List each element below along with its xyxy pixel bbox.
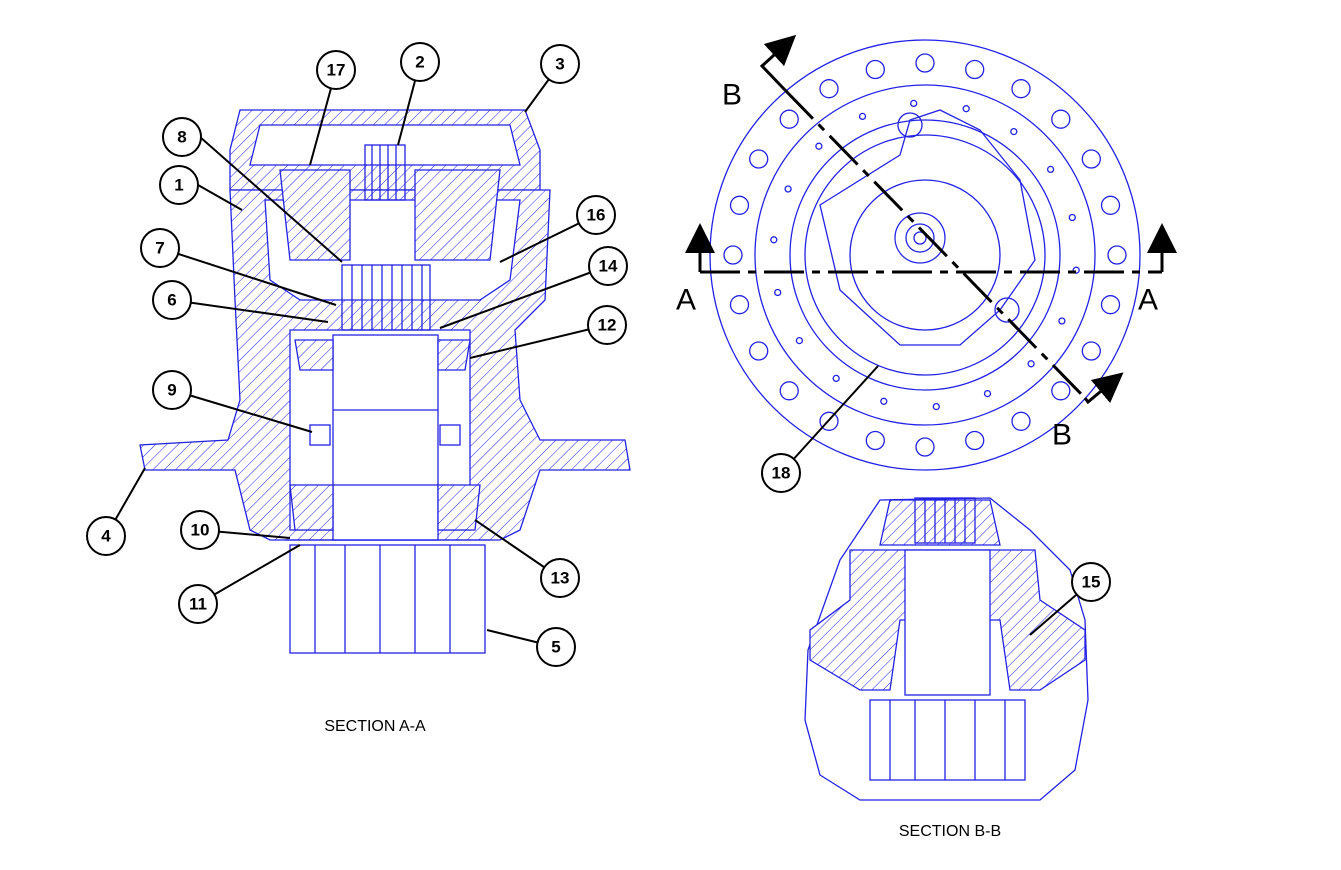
small-bolt-hole: [770, 236, 778, 244]
svg-text:6: 6: [167, 291, 176, 310]
bolt-hole: [1081, 149, 1101, 169]
callout-6: 6: [152, 280, 192, 320]
callout-9: 9: [152, 370, 192, 410]
small-bolt-hole: [962, 105, 970, 113]
bolt-hole: [965, 430, 985, 451]
small-bolt-hole: [815, 142, 823, 150]
callout-10: 10: [180, 510, 220, 550]
top-view-drawing: [709, 39, 1141, 471]
small-bolt-hole: [795, 336, 804, 345]
callout-18: 18: [761, 453, 801, 493]
bolt-hole: [819, 411, 839, 431]
section-aa-caption: SECTION A-A: [324, 718, 426, 735]
callout-11: 11: [178, 584, 218, 624]
bolt-hole: [915, 437, 935, 457]
section-letter-b-bottom: B: [1052, 419, 1072, 452]
svg-text:12: 12: [598, 316, 617, 335]
callout-8: 8: [162, 117, 202, 157]
bolt-hole: [865, 59, 885, 80]
small-bolt-hole: [1068, 213, 1076, 222]
section-letter-a-left: A: [676, 284, 696, 317]
bolt-hole: [915, 53, 935, 73]
bolt-hole: [749, 149, 769, 169]
callout-13: 13: [540, 558, 580, 598]
callout-15: 15: [1071, 562, 1111, 602]
svg-text:8: 8: [177, 128, 186, 147]
callout-17: 17: [316, 50, 356, 90]
svg-text:1: 1: [174, 176, 183, 195]
svg-text:18: 18: [772, 464, 791, 483]
small-bolt-hole: [1072, 266, 1080, 274]
small-bolt-hole: [880, 397, 888, 405]
bolt-hole: [729, 195, 750, 215]
small-bolt-hole: [858, 112, 867, 121]
small-bolt-hole: [910, 99, 918, 108]
cutting-plane-aa: [685, 223, 1177, 274]
bolt-hole: [819, 79, 839, 99]
small-bolt-hole: [1027, 360, 1035, 368]
small-bolt-hole: [832, 374, 840, 383]
svg-text:2: 2: [415, 53, 424, 72]
callout-3: 3: [540, 44, 580, 84]
bolt-hole: [965, 59, 985, 80]
bolt-hole: [1107, 245, 1127, 265]
bolt-hole: [865, 430, 885, 451]
callout-16: 16: [576, 195, 616, 235]
bolt-hole: [1051, 109, 1071, 129]
flange-bolt-holes: [723, 53, 1127, 457]
bolt-hole: [1100, 195, 1121, 215]
cutting-plane-bb: [759, 34, 1124, 405]
small-bolt-hole: [784, 185, 792, 193]
bolt-hole: [749, 341, 769, 361]
callout-7: 7: [140, 228, 180, 268]
small-bolt-hole: [1046, 165, 1055, 174]
svg-text:11: 11: [189, 595, 207, 614]
bolt-hole: [779, 381, 799, 401]
section-bb-caption: SECTION B-B: [899, 823, 1001, 840]
planet-gear-teeth: [341, 144, 431, 331]
svg-text:15: 15: [1082, 573, 1101, 592]
bolt-hole: [1051, 381, 1071, 401]
bolt-hole: [1011, 79, 1031, 99]
output-pinion: [289, 544, 486, 654]
bolt-hole: [1081, 341, 1101, 361]
section-bb-drawing: [804, 497, 1089, 801]
bolt-hole: [1011, 411, 1031, 431]
callout-bubbles: 17 2 3 8 1 7 6 16 14 12 9 4 10 11 13 5 1…: [86, 42, 1111, 667]
svg-text:9: 9: [167, 381, 176, 400]
callout-1: 1: [159, 165, 199, 205]
section-letter-a-right: A: [1138, 284, 1158, 317]
svg-text:5: 5: [551, 638, 560, 657]
bolt-hole: [729, 295, 750, 315]
small-bolt-hole: [932, 402, 940, 411]
svg-text:17: 17: [327, 61, 346, 80]
small-bolt-hole: [774, 288, 782, 297]
svg-text:4: 4: [101, 527, 111, 546]
section-letter-b-top: B: [722, 79, 742, 112]
callout-14: 14: [588, 246, 628, 286]
section-aa-drawing: [139, 109, 631, 654]
small-bolt-hole: [1010, 127, 1018, 136]
small-bolt-hole: [983, 389, 992, 398]
small-bolt-hole: [1058, 317, 1066, 325]
callout-12: 12: [587, 305, 627, 345]
svg-text:16: 16: [587, 206, 606, 225]
svg-text:14: 14: [599, 257, 618, 276]
svg-text:3: 3: [555, 55, 564, 74]
svg-text:7: 7: [155, 239, 164, 258]
callout-4: 4: [86, 516, 126, 556]
bolt-hole: [1100, 295, 1121, 315]
bolt-hole: [779, 109, 799, 129]
callout-5: 5: [536, 627, 576, 667]
svg-text:13: 13: [551, 569, 570, 588]
svg-text:10: 10: [191, 521, 210, 540]
callout-2: 2: [400, 42, 440, 82]
bolt-hole: [723, 245, 743, 265]
